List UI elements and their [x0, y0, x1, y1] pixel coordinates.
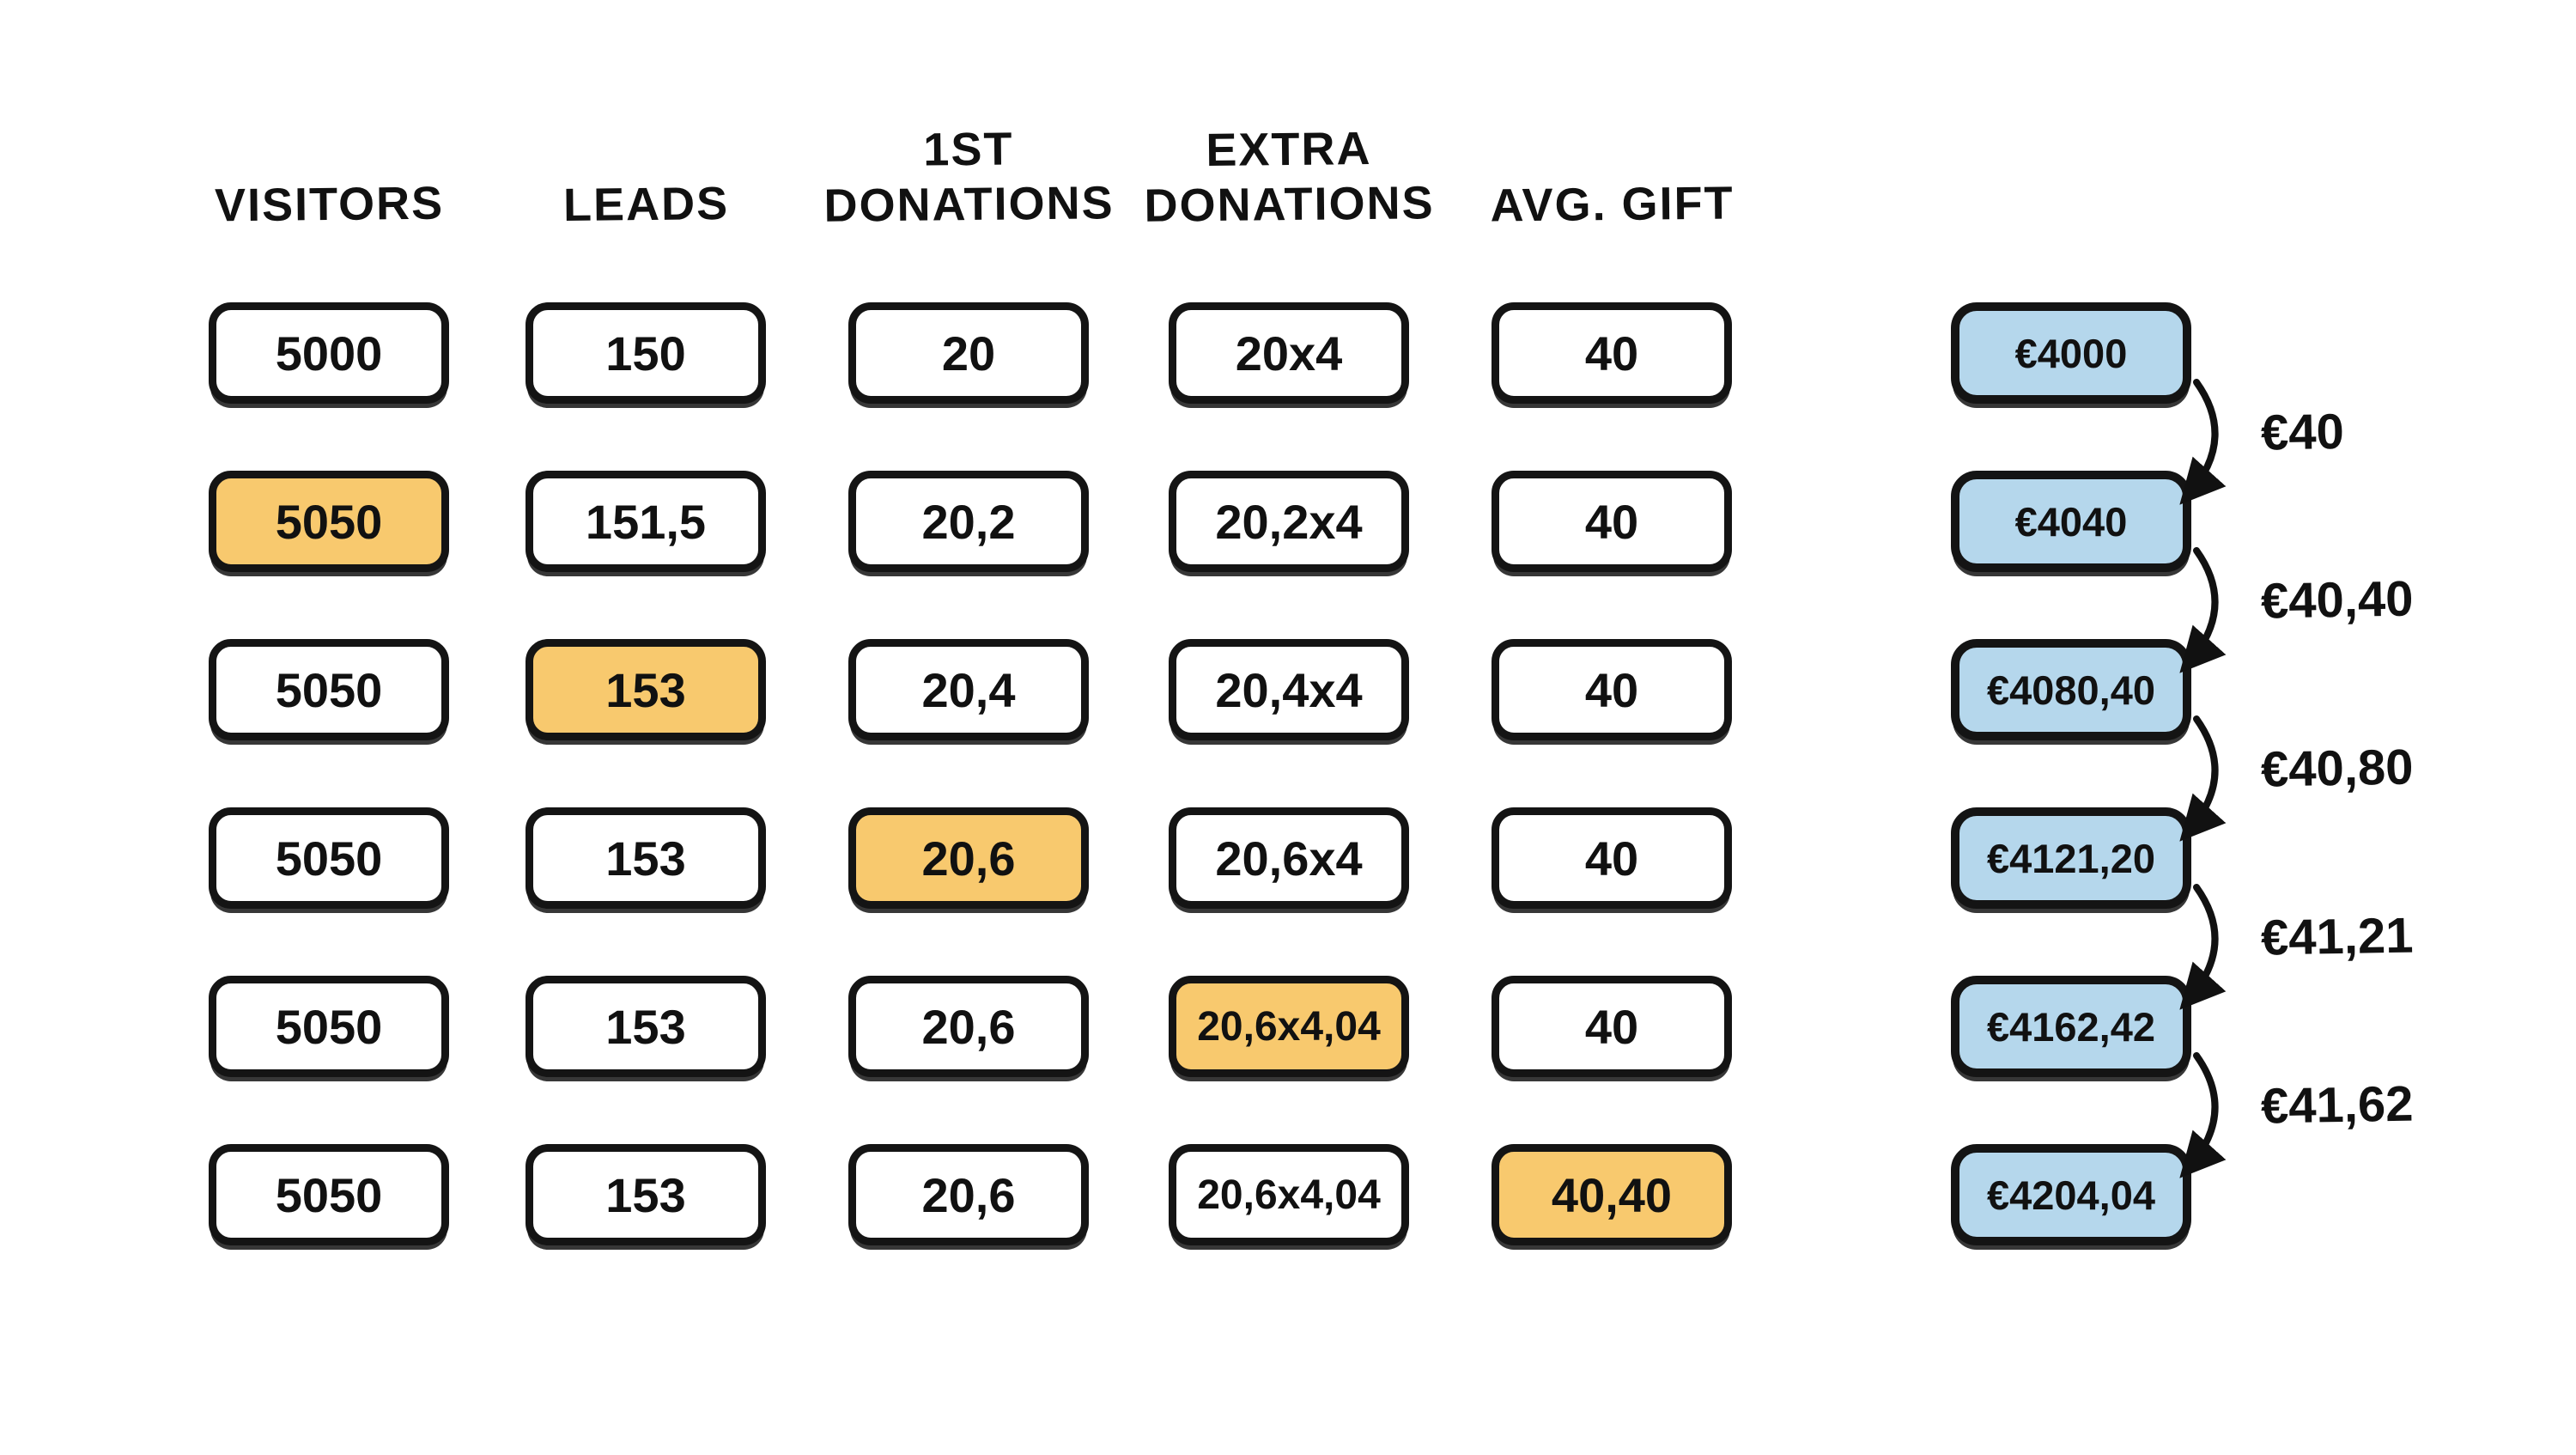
delta-label-2: €40,40 [2260, 570, 2414, 630]
visitors-box-r2: 5050 [209, 471, 449, 572]
first-donations-box-r4: 20,6 [848, 807, 1089, 909]
extra-donations-box-r6: 20,6x4,04 [1169, 1144, 1409, 1245]
revenue-box-r1: €4000 [1951, 302, 2191, 404]
visitors-box-r3: 5050 [209, 639, 449, 740]
delta-label-5: €41,62 [2260, 1075, 2414, 1135]
extra-donations-box-r1: 20x4 [1169, 302, 1409, 404]
visitors-box-r6: 5050 [209, 1144, 449, 1245]
flow-arrow-3 [2179, 715, 2227, 842]
visitors-box-r1: 5000 [209, 302, 449, 404]
extra-donations-box-r5: 20,6x4,04 [1169, 976, 1409, 1077]
delta-label-3: €40,80 [2260, 739, 2414, 798]
first-donations-box-r2: 20,2 [848, 471, 1089, 572]
revenue-box-r4: €4121,20 [1951, 807, 2191, 909]
avg-gift-box-r2: 40 [1492, 471, 1732, 572]
visitors-box-r4: 5050 [209, 807, 449, 909]
extra-donations-box-r3: 20,4x4 [1169, 639, 1409, 740]
column-header-leads: LEADS [562, 177, 730, 232]
revenue-box-r6: €4204,04 [1951, 1144, 2191, 1245]
first-donations-box-r1: 20 [848, 302, 1089, 404]
flow-arrow-2 [2179, 547, 2227, 673]
revenue-box-r3: €4080,40 [1951, 639, 2191, 740]
leads-box-r5: 153 [526, 976, 766, 1077]
column-header-1st-donations: 1ST DONATIONS [823, 123, 1115, 232]
extra-donations-box-r4: 20,6x4 [1169, 807, 1409, 909]
delta-label-4: €41,21 [2260, 907, 2414, 966]
delta-label-1: €40 [2260, 403, 2345, 461]
visitors-box-r5: 5050 [209, 976, 449, 1077]
first-donations-box-r3: 20,4 [848, 639, 1089, 740]
avg-gift-box-r5: 40 [1492, 976, 1732, 1077]
leads-box-r2: 151,5 [526, 471, 766, 572]
column-header-avg-gift: AVG. GIFT [1490, 177, 1735, 232]
avg-gift-box-r6: 40,40 [1492, 1144, 1732, 1245]
avg-gift-box-r3: 40 [1492, 639, 1732, 740]
flow-arrow-5 [2179, 1052, 2227, 1178]
avg-gift-box-r1: 40 [1492, 302, 1732, 404]
avg-gift-box-r4: 40 [1492, 807, 1732, 909]
leads-box-r3: 153 [526, 639, 766, 740]
first-donations-box-r6: 20,6 [848, 1144, 1089, 1245]
flow-arrow-4 [2179, 884, 2227, 1010]
first-donations-box-r5: 20,6 [848, 976, 1089, 1077]
leads-box-r6: 153 [526, 1144, 766, 1245]
column-header-visitors: VISITORS [214, 177, 445, 232]
extra-donations-box-r2: 20,2x4 [1169, 471, 1409, 572]
leads-box-r1: 150 [526, 302, 766, 404]
column-header-extra-donations: EXTRA DONATIONS [1144, 122, 1435, 232]
leads-box-r4: 153 [526, 807, 766, 909]
revenue-box-r5: €4162,42 [1951, 976, 2191, 1077]
flow-arrow-1 [2179, 379, 2227, 505]
revenue-box-r2: €4040 [1951, 471, 2191, 572]
